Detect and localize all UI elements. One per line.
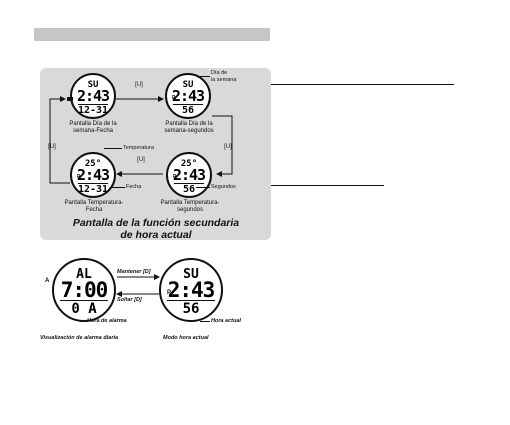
panel-title: Pantalla de la función secundaria de hor… — [48, 217, 264, 241]
caption-line: Pantalla Día de la — [165, 121, 213, 127]
button-u-label-top: [U] — [135, 82, 143, 88]
blank-line-1 — [271, 84, 454, 85]
caption-w3: Pantalla Temperatura- segundos — [152, 200, 228, 214]
caption-w2: Pantalla Día de la semana-segundos — [152, 121, 226, 135]
label-temperatura: Temperatura — [123, 145, 154, 151]
label-soltar: Soltar [D] — [117, 297, 142, 303]
separator — [78, 183, 108, 184]
watch-bottom-value: 0 A — [71, 301, 97, 317]
arrow-w4-to-w1 — [49, 96, 70, 184]
pm-indicator: P — [77, 174, 81, 180]
section-header-bar — [34, 28, 270, 41]
caption-current-mode: Modo hora actual — [163, 335, 209, 341]
callout-line: Día de — [211, 70, 228, 76]
caption-line: Pantalla Día de la — [69, 121, 117, 127]
watch-bottom-value: 56 — [182, 184, 196, 195]
watch-top-value: AL — [76, 267, 92, 282]
separator — [78, 104, 108, 105]
caption-line: semana-Fecha — [72, 128, 114, 134]
watch-time-value: 7:00 — [60, 278, 109, 302]
pm-indicator: P — [173, 174, 177, 180]
watch-daily-alarm: AL 7:00 0 A — [52, 258, 116, 322]
watch-top-value: SU — [182, 80, 194, 90]
watch-weekday-seconds: P SU 2:43 56 — [165, 73, 211, 119]
label-dia-de-la-semana: Día de la semana — [211, 70, 261, 83]
watch-time-value: 2:43 — [76, 166, 110, 184]
arrow-w2-to-w3 — [212, 115, 233, 177]
watch-temperature-seconds: P 25° 2:43 56 — [166, 152, 212, 198]
caption-w4: Pantalla Temperatura- Fecha — [56, 200, 132, 214]
callout-line: la semana — [211, 76, 237, 83]
watch-top-value: 25° — [180, 159, 198, 169]
label-side-a: A — [45, 278, 50, 284]
watch-time-value: 2:43 — [172, 166, 206, 184]
watch-bottom-value: 56 — [181, 105, 195, 116]
watch-temperature-date: P 25° 2:43 12-31 — [70, 152, 116, 198]
button-u-label-right: [U] — [224, 144, 232, 150]
caption-alarm: Visualización de alarma diaria — [40, 335, 119, 341]
watch-top-value: SU — [183, 267, 199, 282]
watch-bottom-value: 56 — [182, 301, 200, 317]
watch-bottom-value: 12-31 — [77, 184, 109, 195]
watch-time-value: 2:43 — [171, 87, 205, 105]
separator — [60, 300, 108, 301]
pointer-hora-alarma — [80, 321, 86, 322]
pointer-dash — [67, 97, 73, 101]
watch-top-value: SU — [87, 80, 99, 90]
pointer-fecha — [111, 187, 125, 188]
pointer-segundos — [196, 187, 210, 188]
blank-line-2 — [271, 185, 384, 186]
watch-time-value: 2:43 — [76, 87, 110, 105]
button-u-label-mid: [U] — [137, 157, 145, 163]
label-fecha: Fecha — [126, 184, 142, 190]
caption-line: segundos — [176, 207, 204, 213]
pointer-dia — [198, 76, 210, 77]
separator — [167, 300, 215, 301]
watch-weekday-date: SU 2:43 12-31 — [67, 73, 116, 119]
caption-line: Pantalla Temperatura- — [64, 200, 124, 206]
caption-line: semana-segundos — [164, 128, 214, 134]
watch-current-time: P SU 2:43 56 — [159, 258, 223, 322]
pointer-temperatura — [104, 148, 122, 149]
caption-line: Fecha — [85, 207, 103, 213]
caption-w1: Pantalla Día de la semana-Fecha — [58, 121, 128, 135]
label-hora-de-alarma: Hora de alarma — [87, 318, 127, 324]
label-hora-actual: Hora actual — [211, 318, 241, 324]
button-u-label-left: [U] — [48, 144, 56, 150]
caption-line: Pantalla Temperatura- — [160, 200, 220, 206]
separator — [174, 183, 204, 184]
separator — [173, 104, 203, 105]
watch-time-value: 2:43 — [167, 278, 216, 302]
watch-bottom-value: 12-31 — [77, 105, 109, 116]
pointer-hora-actual — [200, 321, 210, 322]
panel-title-line: de hora actual — [120, 229, 192, 241]
label-mantener: Mantener [D] — [117, 269, 151, 275]
pm-indicator: P — [167, 290, 172, 296]
watch-top-value: 25° — [84, 159, 102, 169]
pm-indicator: P — [172, 95, 176, 101]
label-segundos: Segundos — [211, 184, 236, 190]
panel-title-line: Pantalla de la función secundaria — [72, 217, 240, 229]
